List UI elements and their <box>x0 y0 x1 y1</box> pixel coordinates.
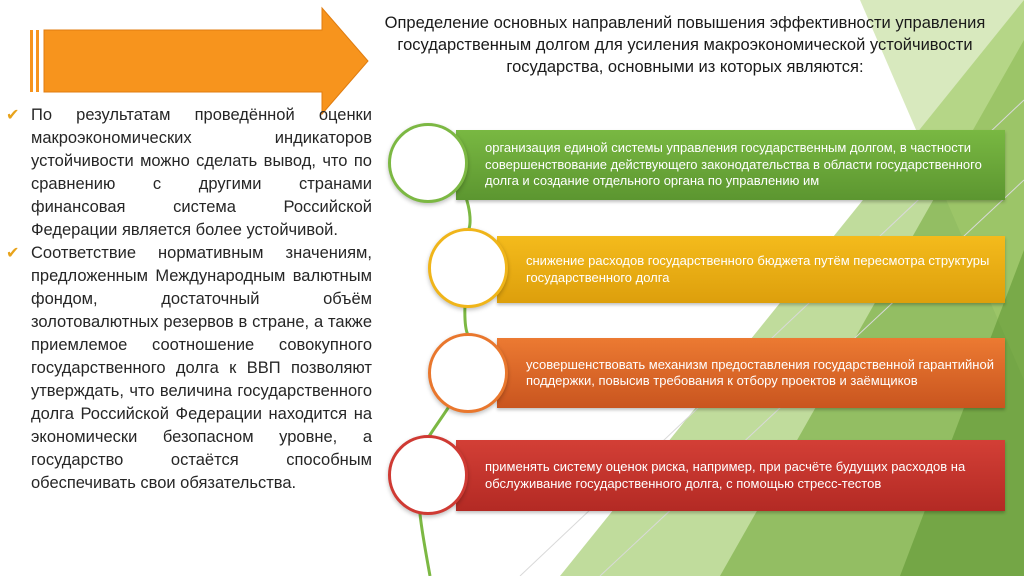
direction-text: снижение расходов государственного бюдже… <box>526 253 990 285</box>
arrow-right-icon <box>30 6 369 116</box>
circle-marker-2 <box>428 228 508 308</box>
direction-text: организация единой системы управления го… <box>485 140 982 189</box>
checkmark-icon: ✔ <box>6 107 20 124</box>
list-item: ✔ Соответствие нормативным значениям, пр… <box>6 242 372 495</box>
circle-marker-3 <box>428 333 508 413</box>
circle-marker-4 <box>388 435 468 515</box>
slide-title: Определение основных направлений повышен… <box>384 14 986 76</box>
list-item-text: По результатам проведённой оценки макроэ… <box>31 106 372 239</box>
direction-text: применять систему оценок риска, например… <box>485 459 966 491</box>
list-item: ✔ По результатам проведённой оценки макр… <box>6 104 372 242</box>
direction-bar-2: снижение расходов государственного бюдже… <box>497 236 1005 303</box>
checkmark-icon: ✔ <box>6 245 20 262</box>
conclusions-list: ✔ По результатам проведённой оценки макр… <box>6 104 372 495</box>
direction-text: усовершенствовать механизм предоставлени… <box>526 356 994 389</box>
circle-marker-1 <box>388 123 468 203</box>
direction-bar-3: усовершенствовать механизм предоставлени… <box>497 338 1005 408</box>
direction-bar-1: организация единой системы управления го… <box>456 130 1005 200</box>
direction-bar-4: применять систему оценок риска, например… <box>456 440 1005 511</box>
list-item-text: Соответствие нормативным значениям, пред… <box>31 244 372 492</box>
